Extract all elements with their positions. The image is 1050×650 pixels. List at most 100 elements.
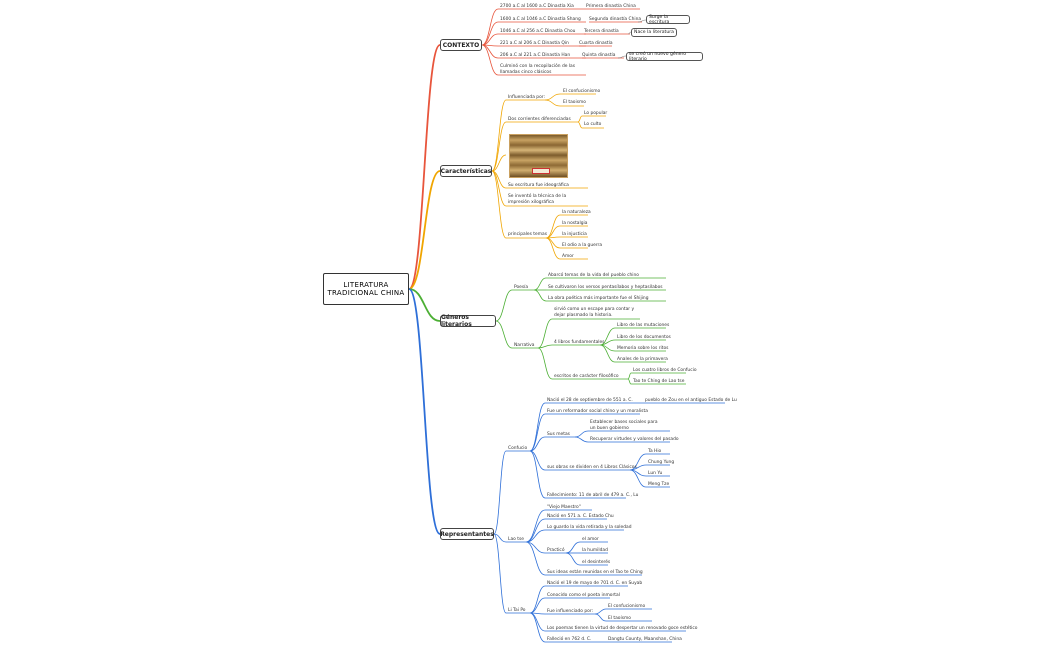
ctx-genre-callout-label: se creó un nuevo género literario bbox=[629, 51, 687, 62]
li-influenced[interactable]: Fue influenciado por: bbox=[547, 609, 594, 614]
work-chungyung[interactable]: Chung Yung bbox=[648, 460, 675, 465]
book-annals[interactable]: Anales de la primavera bbox=[617, 357, 668, 362]
connector bbox=[537, 347, 553, 380]
ctx-shang-note[interactable]: Segunda dinastía China bbox=[589, 17, 642, 22]
connector bbox=[537, 344, 553, 349]
connector bbox=[408, 288, 441, 535]
connector bbox=[481, 8, 499, 46]
root-title-line2: TRADICIONAL CHINA bbox=[327, 289, 405, 297]
li-inf-taoism[interactable]: El taoísmo bbox=[608, 616, 631, 621]
rep-litaipo[interactable]: Li Tai Po bbox=[508, 608, 526, 613]
ctx-literature-callout[interactable]: Nace la literatura bbox=[631, 28, 677, 37]
conf-goals[interactable]: Sus metas bbox=[547, 432, 570, 437]
topic-generos-label: Géneros literarios bbox=[441, 314, 472, 328]
conf-works[interactable]: sus obras se dividen en 4 Libros Clásico… bbox=[547, 465, 637, 470]
theme-nature[interactable]: la naturaleza bbox=[562, 210, 591, 215]
rep-confucio[interactable]: Confucio bbox=[508, 446, 528, 451]
ctx-shang[interactable]: 1600 a.C al 1046 a.C Dinastía Shang bbox=[500, 17, 581, 22]
work-mengtze[interactable]: Meng Tze bbox=[648, 482, 670, 487]
connector bbox=[574, 430, 589, 438]
topic-contexto-label: CONTEXTO bbox=[442, 41, 480, 49]
practice-humility[interactable]: la humildad bbox=[582, 548, 608, 553]
topic-generos[interactable]: Géneros literarios bbox=[440, 314, 496, 328]
goal-virtues[interactable]: Recuperar virtudes y valores del pasado bbox=[590, 437, 679, 442]
li-birth[interactable]: Nació el 19 de mayo de 701 d. C. en Suya… bbox=[547, 581, 643, 586]
theme-injustice[interactable]: la injusticia bbox=[562, 232, 587, 237]
lao-birth[interactable]: Nació en 571 a. C. Estado Chu bbox=[547, 514, 614, 519]
book-mutations[interactable]: Libro de las mutaciones bbox=[617, 323, 670, 328]
connector bbox=[529, 597, 546, 614]
topic-contexto[interactable]: CONTEXTO bbox=[440, 39, 482, 51]
car-influenced[interactable]: Influenciada por: bbox=[508, 95, 545, 100]
connector bbox=[544, 93, 561, 101]
ctx-chou[interactable]: 1046 a.C al 256 a.C Dinastía Chou bbox=[500, 29, 576, 34]
connector bbox=[491, 99, 507, 172]
ctx-qin[interactable]: 221 a.C al 206 a.C Dinastía Qin bbox=[500, 41, 569, 46]
topic-representantes[interactable]: Representantes bbox=[440, 528, 494, 540]
goal-government[interactable]: Establecer bases sociales para un buen g… bbox=[590, 420, 658, 431]
lao-solitude[interactable]: Lo guardo la vida retirada y la soledad bbox=[547, 525, 632, 530]
connector bbox=[529, 413, 546, 452]
connector bbox=[565, 541, 581, 554]
gen-poetry[interactable]: Poesía bbox=[514, 285, 529, 290]
work-tahio[interactable]: Ta Hio bbox=[648, 449, 662, 454]
lao-ideas[interactable]: Sus ideas están reunidas en el Tao te Ch… bbox=[547, 570, 643, 575]
connector bbox=[533, 277, 547, 291]
li-inf-confucianism[interactable]: El confucionismo bbox=[608, 604, 646, 609]
li-immortal[interactable]: Conocido como el poeta inmortal bbox=[547, 593, 620, 598]
theme-love[interactable]: Amor bbox=[562, 254, 574, 259]
connector bbox=[577, 115, 583, 123]
conf-reformer[interactable]: Fue un reformador social chino y un mora… bbox=[547, 409, 648, 414]
car-culto[interactable]: Lo culto bbox=[584, 122, 602, 127]
theme-nostalgia[interactable]: la nostalgia bbox=[562, 221, 588, 226]
ctx-xia-note[interactable]: Primera dinastía China bbox=[586, 4, 636, 9]
narrative-philosophy[interactable]: escritos de carácter filosófico bbox=[554, 374, 619, 379]
ctx-classics[interactable]: Culminó con la recopilación de las llama… bbox=[500, 64, 576, 75]
conf-death[interactable]: Fallecimiento: 11 de abril de 479 a. C.,… bbox=[547, 493, 639, 498]
book-documents[interactable]: Libro de los documentos bbox=[617, 335, 671, 340]
topic-caracteristicas-label: Características bbox=[440, 167, 492, 175]
gen-narrative[interactable]: Narrativa bbox=[514, 343, 535, 348]
phil-confucius[interactable]: Los cuatro libros de Confucio bbox=[633, 368, 697, 373]
ctx-qin-note[interactable]: Cuarta dinastía bbox=[579, 41, 613, 46]
car-themes[interactable]: principales temas bbox=[508, 232, 547, 237]
car-inf-taoism[interactable]: El taoismo bbox=[563, 100, 586, 105]
car-inf-confucianism[interactable]: El confucionismo bbox=[563, 89, 601, 94]
conf-birth[interactable]: Nació el 28 de septiembre de 551 a. C. bbox=[547, 398, 633, 403]
car-popular[interactable]: Lo popular bbox=[584, 111, 608, 116]
ctx-writing-callout[interactable]: Surge la escritura bbox=[646, 14, 690, 25]
work-lunyu[interactable]: Lun Yu bbox=[648, 471, 663, 476]
theme-war[interactable]: El odio a la guerra bbox=[562, 243, 603, 248]
connector bbox=[525, 541, 546, 576]
practice-selflessness[interactable]: el desinterés bbox=[582, 560, 611, 565]
conf-birthplace[interactable]: pueblo de Zou en el antiguo Estado de Lu bbox=[645, 398, 737, 403]
ctx-writing-callout-label: Surge la escritura bbox=[649, 14, 670, 25]
poetry-verses[interactable]: Se cultivaron los versos pentasílabos y … bbox=[548, 285, 663, 290]
car-currents[interactable]: Dos corrientes diferenciadas bbox=[508, 117, 571, 122]
book-rites[interactable]: Memoria sobre los ritos bbox=[617, 346, 669, 351]
ctx-chou-note[interactable]: Tercera dinastía bbox=[584, 29, 619, 34]
connector bbox=[577, 121, 583, 129]
ctx-han[interactable]: 206 a.C al 221 a.C Dinastía Han bbox=[500, 53, 571, 58]
ctx-han-note[interactable]: Quinta dinastía bbox=[582, 53, 616, 58]
lao-practice[interactable]: Practicó bbox=[547, 548, 565, 553]
narrative-escape[interactable]: sirvió como un escape para contar y deja… bbox=[554, 307, 635, 318]
lao-master[interactable]: "Viejo Maestro" bbox=[547, 505, 581, 510]
ctx-xia[interactable]: 2700 a.C al 1600 a.C Dinastía Xia bbox=[500, 4, 574, 9]
rep-laotse[interactable]: Lao tse bbox=[508, 537, 524, 542]
connector bbox=[529, 585, 546, 614]
li-deathplace[interactable]: Dangtu County, Maanshan, China bbox=[608, 637, 682, 642]
ctx-genre-callout[interactable]: se creó un nuevo género literario bbox=[626, 51, 703, 62]
poetry-shijing[interactable]: La obra poética más importante fue el Sh… bbox=[548, 296, 649, 301]
car-ideographic[interactable]: Su escritura fue ideográfica bbox=[508, 183, 569, 188]
connector bbox=[574, 436, 589, 443]
topic-caracteristicas[interactable]: Características bbox=[440, 165, 492, 177]
li-death[interactable]: Falleció en 762 d. C. bbox=[547, 637, 592, 642]
phil-tao[interactable]: Tao te Ching de Lao tse bbox=[633, 379, 685, 384]
practice-love[interactable]: el amor bbox=[582, 537, 599, 542]
narrative-4books[interactable]: 4 libros fundamentales bbox=[554, 340, 605, 345]
car-xylography[interactable]: Se inventó la técnica de la impresión xi… bbox=[508, 194, 567, 205]
poetry-themes[interactable]: Abarcó temas de la vida del pueblo chino bbox=[548, 273, 639, 278]
li-poems[interactable]: Los poemas tienen la virtud de despertar… bbox=[547, 626, 698, 631]
